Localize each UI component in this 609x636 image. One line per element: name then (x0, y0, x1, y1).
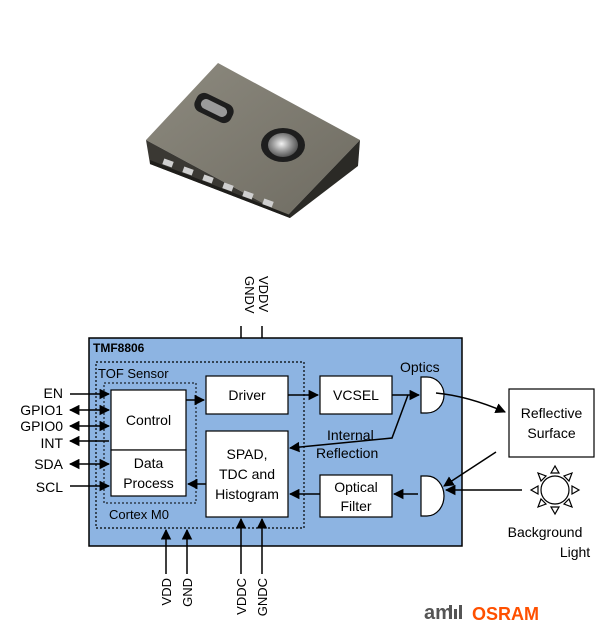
vcsel-block: VCSEL (319, 375, 393, 415)
control-label: Control (126, 412, 171, 428)
package-left-face (146, 140, 290, 218)
receiver-lens (261, 128, 305, 162)
reflective-surface-label-line1: Reflective (521, 405, 583, 421)
pin-vddc: VDDC (234, 578, 249, 615)
optical-filter-label-line2: Filter (340, 498, 371, 514)
optical-filter-block: Optical Filter (319, 474, 393, 518)
optical-filter-label-line1: Optical (334, 479, 378, 495)
chip-name: TMF8806 (93, 341, 145, 355)
tof-sensor-region (95, 361, 305, 529)
driver-block: Driver (205, 375, 289, 415)
osram-logo: OSRAM (472, 604, 539, 624)
background-light-label-line2: Light (560, 544, 590, 560)
emitter-window (194, 92, 234, 124)
ams-logo: am (424, 602, 462, 624)
background-light-label-line1: Background (508, 524, 583, 540)
package-pads (162, 158, 274, 208)
spad-label-line2: TDC and (219, 466, 275, 482)
cortex-m0-label: Cortex M0 (109, 507, 169, 522)
internal-reflection-label-line2: Reflection (316, 445, 378, 461)
internal-reflection-arrow (288, 394, 409, 453)
control-block: Control (110, 389, 187, 451)
left-pins: EN GPIO1 GPIO0 INT SDA SCL (20, 385, 63, 495)
driver-label: Driver (228, 387, 266, 403)
pin-gndc: GNDC (255, 578, 270, 616)
pin-vdd: VDD (159, 578, 174, 605)
pin-vddv: VDDV (256, 276, 271, 312)
package-right-face (287, 140, 360, 218)
emitted-light-arrow (435, 392, 506, 414)
pin-gndv: GNDV (242, 276, 257, 314)
optics-label: Optics (400, 359, 440, 375)
optics-lens-bottom (420, 475, 445, 517)
internal-reflection-label-line1: Internal (327, 427, 374, 443)
pin-gpio0: GPIO0 (20, 418, 63, 434)
data-process-label-line1: Data (134, 455, 164, 471)
tof-sensor-label: TOF Sensor (98, 366, 169, 381)
reflected-light-arrow (443, 451, 497, 487)
ams-logo-text: am (424, 602, 453, 624)
data-process-label-line2: Process (123, 475, 174, 491)
vcsel-label: VCSEL (333, 387, 379, 403)
data-process-block: Data Process (110, 449, 187, 497)
spad-label-line3: Histogram (215, 486, 279, 502)
sun-icon (529, 464, 581, 516)
optics-lens-top (420, 376, 445, 414)
pin-sda: SDA (34, 456, 63, 472)
reflective-surface-label-line2: Surface (527, 425, 575, 441)
pin-gnd: GND (180, 578, 195, 607)
pin-scl: SCL (36, 479, 63, 495)
sensor-package-image (146, 63, 360, 218)
reflective-surface-box: Reflective Surface (508, 388, 595, 458)
cortex-m0-region (103, 382, 197, 504)
spad-block: SPAD, TDC and Histogram (205, 430, 289, 518)
pin-int: INT (40, 435, 63, 451)
package-top-face (146, 63, 360, 216)
pin-gpio1: GPIO1 (20, 402, 63, 418)
spad-label-line1: SPAD, (227, 446, 268, 462)
pin-en: EN (44, 385, 63, 401)
